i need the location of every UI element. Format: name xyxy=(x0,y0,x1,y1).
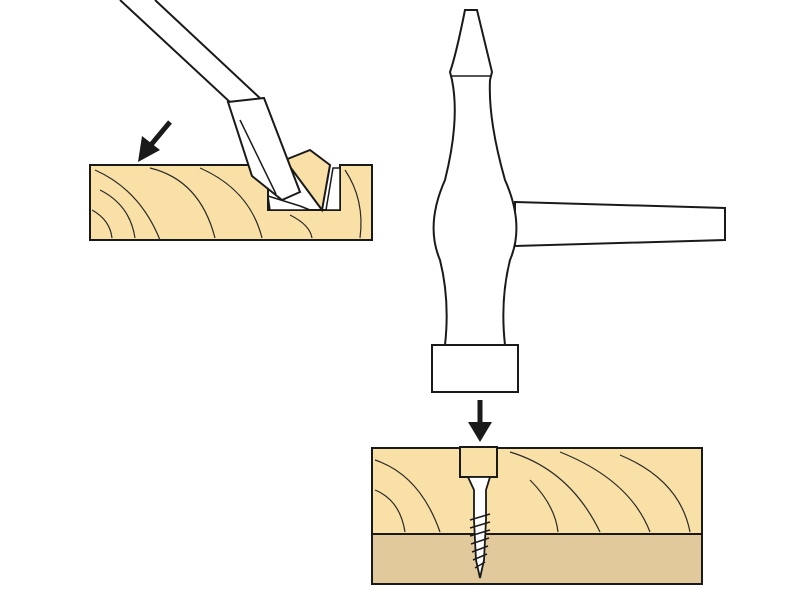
chisel-icon xyxy=(119,0,311,211)
hammer-icon xyxy=(431,9,726,393)
wood-chip xyxy=(283,148,332,213)
top-wood-board xyxy=(89,148,373,241)
arrow-diagonal-icon xyxy=(138,120,172,162)
hammer-handle xyxy=(514,200,726,248)
screw-icon xyxy=(459,446,498,579)
screw-threads xyxy=(469,513,491,569)
wood-grain xyxy=(91,167,362,241)
bottom-wood-board xyxy=(371,447,703,585)
arrow-down-icon xyxy=(468,400,492,442)
hammer-head xyxy=(432,9,518,346)
wood-grain xyxy=(374,451,691,533)
hammer-face xyxy=(431,344,519,393)
